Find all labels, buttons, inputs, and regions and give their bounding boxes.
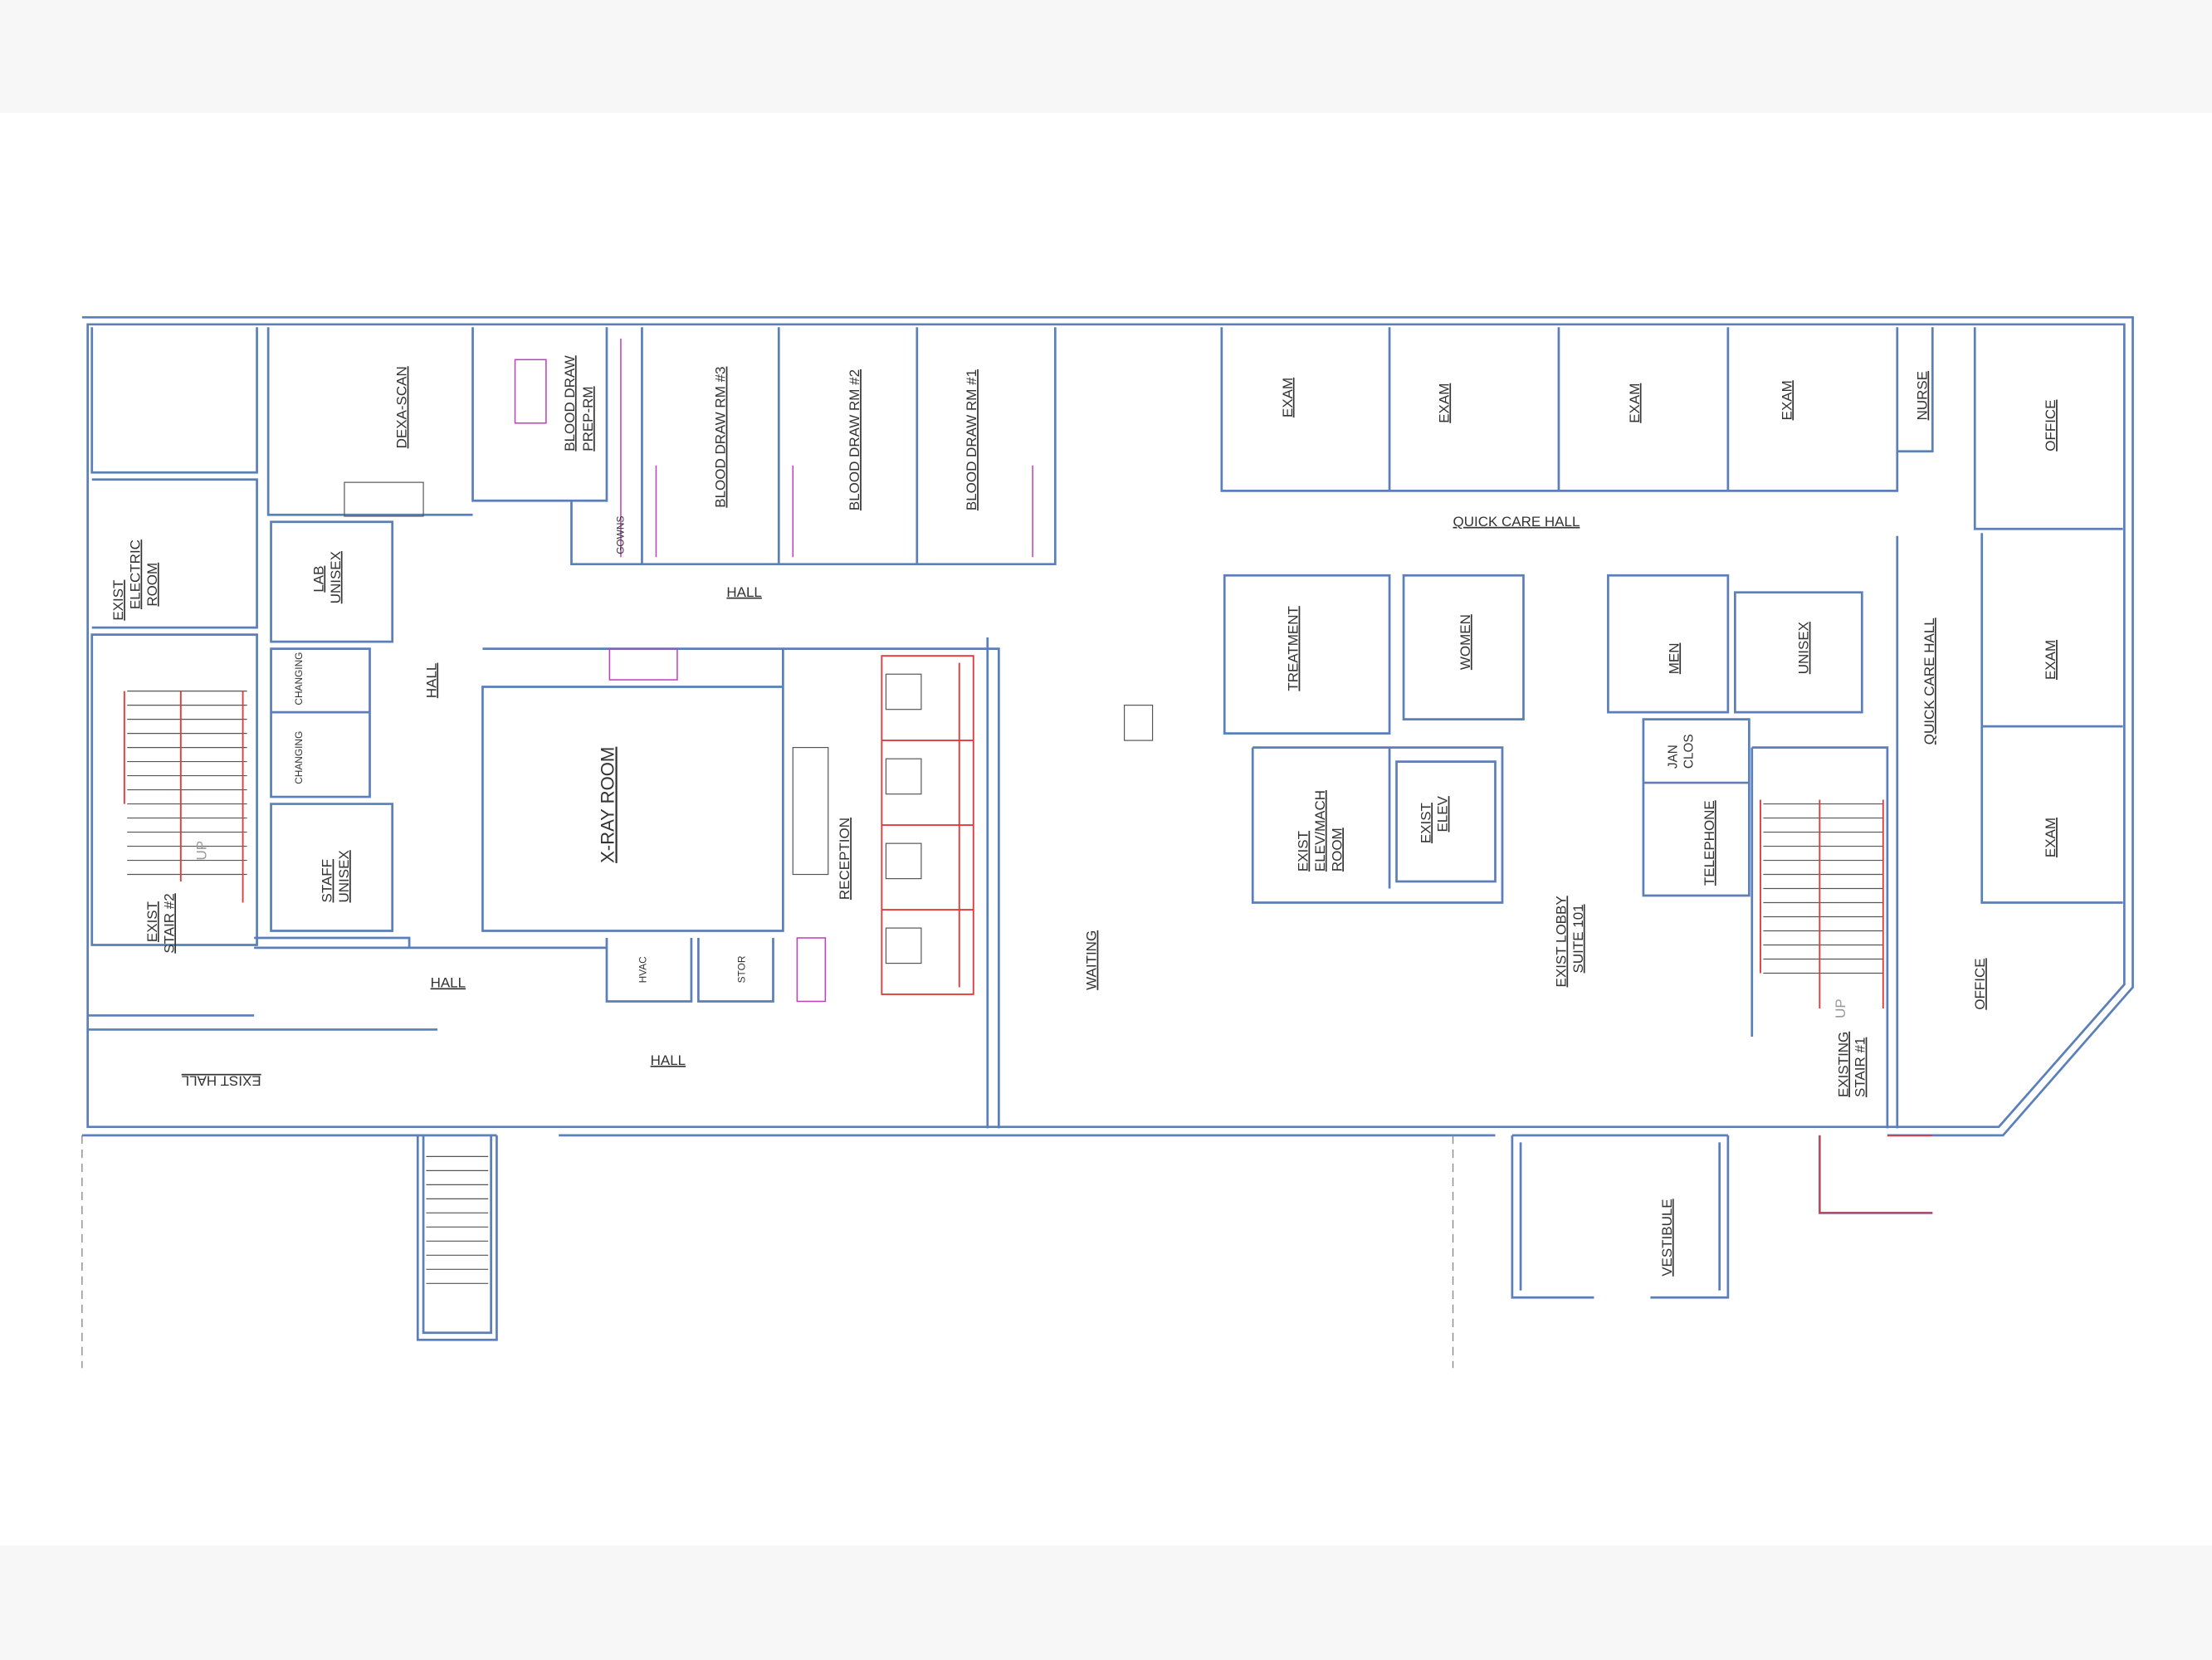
label-exam: EXAM bbox=[2043, 818, 2058, 857]
label-lab-unisex: UNISEX bbox=[328, 551, 344, 603]
label-electric-room: ELECTRIC bbox=[128, 540, 144, 609]
label-exist-elev: EXIST bbox=[1418, 803, 1433, 843]
label-stair-2-up: UP bbox=[193, 841, 209, 861]
label-telephone: TELEPHONE bbox=[1702, 800, 1717, 886]
label-quick-care-hall-vertical: QUICK CARE HALL bbox=[1921, 618, 1937, 745]
label-stair-2: STAIR #2 bbox=[161, 893, 177, 953]
label-exam: EXAM bbox=[2043, 640, 2058, 680]
label-nurse: NURSE bbox=[1914, 371, 1930, 420]
label-lab-unisex: LAB bbox=[310, 566, 326, 593]
room-labels: DEXA-SCAN BLOOD DRAW PREP-RM BLOOD DRAW … bbox=[110, 355, 2058, 1277]
label-gowns: GOWNS bbox=[614, 516, 626, 554]
label-unisex: UNISEX bbox=[1796, 622, 1812, 674]
label-elev-mach-room: EXIST bbox=[1295, 831, 1311, 872]
label-dexa-scan: DEXA-SCAN bbox=[394, 366, 410, 448]
label-reception: RECEPTION bbox=[837, 818, 852, 900]
label-xray-room: X-RAY ROOM bbox=[597, 747, 618, 863]
label-changing: CHANGING bbox=[293, 652, 305, 706]
label-electric-room: EXIST bbox=[110, 580, 126, 621]
label-stair-2: EXIST bbox=[144, 901, 160, 942]
equipment bbox=[344, 338, 1154, 1003]
label-hall: HALL bbox=[726, 584, 761, 600]
label-blood-draw-prep: PREP-RM bbox=[580, 386, 596, 451]
label-office: OFFICE bbox=[2043, 399, 2058, 451]
label-staff-unisex: UNISEX bbox=[336, 850, 352, 902]
label-stair-1-up: UP bbox=[1833, 998, 1848, 1018]
label-exam: EXAM bbox=[1779, 380, 1795, 420]
label-women: WOMEN bbox=[1458, 614, 1473, 670]
label-hall-vertical: HALL bbox=[423, 663, 439, 699]
stair-treads bbox=[123, 691, 1933, 1284]
label-elev-mach-room: ELEV/MACH bbox=[1312, 790, 1328, 872]
label-waiting: WAITING bbox=[1084, 930, 1100, 990]
label-blood-draw-3: BLOOD DRAW RM #3 bbox=[713, 367, 729, 508]
label-exam: EXAM bbox=[1436, 383, 1452, 423]
label-treatment: TREATMENT bbox=[1286, 606, 1301, 691]
label-blood-draw-prep: BLOOD DRAW bbox=[562, 355, 578, 451]
label-electric-room: ROOM bbox=[144, 563, 160, 607]
label-exam: EXAM bbox=[1280, 378, 1296, 417]
label-exist-hall: EXIST HALL bbox=[182, 1073, 261, 1089]
label-jan-clos: CLOS bbox=[1682, 734, 1696, 769]
label-blood-draw-1: BLOOD DRAW RM #1 bbox=[964, 369, 979, 510]
label-quick-care-hall: QUICK CARE HALL bbox=[1453, 514, 1580, 530]
label-elev-mach-room: ROOM bbox=[1329, 828, 1345, 872]
label-stair-1: STAIR #1 bbox=[1853, 1038, 1868, 1097]
label-changing: CHANGING bbox=[293, 731, 305, 784]
label-hall-bottom: HALL bbox=[651, 1052, 686, 1068]
label-exist-lobby: EXIST LOBBY bbox=[1553, 896, 1569, 987]
label-men: MEN bbox=[1666, 642, 1682, 674]
label-exam: EXAM bbox=[1627, 383, 1643, 423]
label-hvac: HVAC bbox=[637, 956, 649, 984]
label-office: OFFICE bbox=[1972, 958, 1988, 1009]
building-walls bbox=[81, 315, 2134, 1341]
label-jan-clos: JAN bbox=[1667, 745, 1681, 769]
label-exist-lobby: SUITE 101 bbox=[1570, 904, 1586, 973]
label-stor: STOR bbox=[735, 955, 747, 983]
label-vestibule: VESTIBULE bbox=[1659, 1199, 1675, 1276]
label-staff-unisex: STAFF bbox=[320, 859, 335, 903]
label-hall-lower: HALL bbox=[431, 974, 466, 990]
dashed-lines bbox=[81, 1135, 1454, 1369]
label-blood-draw-2: BLOOD DRAW RM #2 bbox=[847, 369, 862, 510]
bottom-margin bbox=[0, 1545, 2212, 1660]
label-stair-1: EXISTING bbox=[1835, 1032, 1851, 1097]
top-margin bbox=[0, 0, 2212, 113]
label-exist-elev: ELEV bbox=[1435, 795, 1451, 832]
